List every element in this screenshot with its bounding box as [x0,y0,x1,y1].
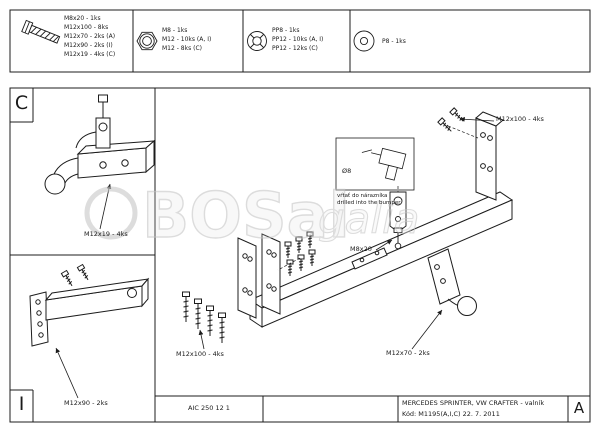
revision-letter-a: A [573,399,585,417]
bolt-parts-list: M8x20 - 1ks M12x100 - 8ks M12x70 - 2ks (… [64,14,115,59]
callout-top-right-bolts: M12x100 - 4ks [496,115,544,123]
callout-bottom-left-bolts: M12x100 - 4ks [176,350,224,358]
part-line: M12x90 - 2ks (I) [64,42,113,49]
drawing-number: AIC 250 12 1 [188,404,230,412]
callout-bumper-bolt: M8x20 [350,245,372,253]
part-line: M12x70 - 2ks (A) [64,33,116,40]
part-line: PP8 - 1ks [272,27,300,34]
part-line: M8 - 1ks [162,27,188,34]
part-line: M12x19 - 4ks (C) [64,51,116,58]
part-line: M12 - 10ks (A, I) [162,36,212,43]
crossbar-assembly-drawing [182,107,514,350]
detachable-towball-drawing [44,94,156,230]
drill-note-english: drilled into the bumper [337,200,401,206]
callout-ball-bolts: M12x70 - 2ks [386,349,430,357]
bumper-bracket-detail [375,186,407,251]
flat-washer-parts-list: P8 - 1ks [382,37,406,46]
watermark-logo: BOSal galia [84,178,420,253]
callout-i-bolts: M12x90 - 2ks [64,399,108,407]
section-letter-i: I [18,393,25,415]
bolt-icon [21,19,61,44]
part-line: M12x100 - 8ks [64,24,109,31]
drawing-code: Kód: M1195(A,I,C) 22. 7. 2011 [402,410,500,418]
nut-parts-list: M8 - 1ks M12 - 10ks (A, I) M12 - 8ks (C) [162,26,211,53]
vehicle-title: MERCEDES SPRINTER, VW CRAFTER - valník [402,399,545,407]
part-line: M8x20 - 1ks [64,15,101,22]
callout-drill-diameter: Ø8 [342,167,352,175]
drill-icon [361,147,407,181]
side-member-drawing [29,264,150,399]
part-line: M12 - 8ks (C) [162,45,202,52]
sheet-frames [9,9,591,423]
spring-washer-icon [247,31,267,51]
nut-icon [136,31,158,51]
part-line: P8 - 1ks [382,38,406,45]
part-line: PP12 - 10ks (A, I) [272,36,324,43]
section-letter-c: C [14,92,29,114]
part-line: PP12 - 12ks (C) [272,45,318,52]
drill-detail [335,137,415,191]
flat-washer-icon [353,30,375,52]
callout-c-bolts: M12x19 - 4ks [84,230,128,238]
watermark-primary-text: BOSal [142,179,350,252]
watermark-secondary-text: galia [318,194,419,243]
spring-washer-parts-list: PP8 - 1ks PP12 - 10ks (A, I) PP12 - 12ks… [272,26,323,53]
drill-note-slovak: vŕtať do nárazníka [337,193,388,199]
